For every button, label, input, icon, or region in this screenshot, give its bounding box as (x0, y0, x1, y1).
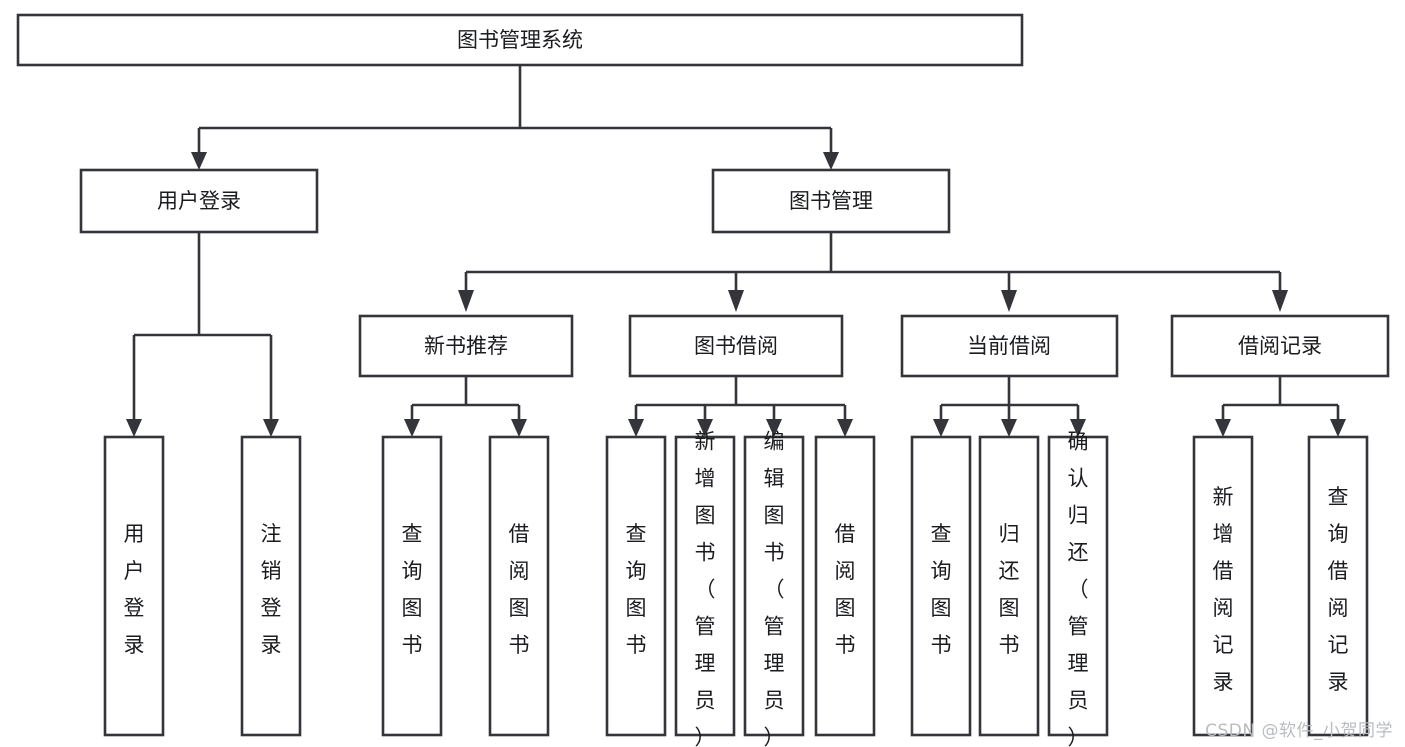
node-user-login-label: 用户登录 (157, 189, 241, 213)
leaf-confirm-return-admin[interactable]: 确认归还（管理员） (1047, 429, 1109, 747)
leaf-add-borrow-record-box[interactable] (1192, 435, 1254, 737)
arrow-user-c1 (126, 419, 142, 437)
leaf-query-borrow-record[interactable]: 查询借阅记录 (1307, 435, 1369, 737)
arrow-g1-c2 (511, 419, 527, 437)
arrow-g3-c3 (1070, 419, 1086, 437)
node-book-management-box[interactable] (711, 168, 951, 234)
leaf-logout[interactable]: 注销登录 (240, 435, 302, 737)
node-new-book-recommend-box[interactable] (358, 314, 574, 378)
arrow-g2-c3 (766, 419, 782, 437)
node-new-book-recommend[interactable]: 新书推荐 (358, 314, 574, 378)
leaf-borrow-book-2[interactable]: 借阅图书 (814, 435, 876, 737)
node-book-management[interactable]: 图书管理 (711, 168, 951, 234)
leaf-query-book-2[interactable]: 查询图书 (605, 435, 667, 737)
leaf-return-book-box[interactable] (978, 435, 1040, 737)
arrow-root-to-user (191, 152, 207, 170)
node-borrow-record-box[interactable] (1170, 314, 1390, 378)
arrow-g1-c1 (404, 419, 420, 437)
leaf-logout-box[interactable] (240, 435, 302, 737)
leaf-add-book-admin-box[interactable] (674, 435, 736, 737)
leaf-query-borrow-record-box[interactable] (1307, 435, 1369, 737)
leaf-edit-book-admin-label: 编辑图书（管理员） (764, 429, 785, 747)
node-current-borrow-box[interactable] (900, 314, 1119, 378)
node-current-borrow-label: 当前借阅 (967, 334, 1051, 358)
arrow-g2-c2 (697, 419, 713, 437)
leaf-add-borrow-record[interactable]: 新增借阅记录 (1192, 435, 1254, 737)
leaf-user-login-box[interactable] (103, 435, 165, 737)
leaf-add-book-admin[interactable]: 新增图书（管理员） (674, 429, 736, 747)
node-root[interactable]: 图书管理系统 (16, 13, 1024, 67)
arrow-root-to-book (823, 152, 839, 170)
node-book-borrow-label: 图书借阅 (694, 334, 778, 358)
leaf-query-book-2-label: 查询图书 (626, 522, 647, 657)
arrow-book-g3 (1001, 290, 1017, 312)
arrow-book-g1 (458, 290, 474, 312)
leaf-query-book-1-box[interactable] (381, 435, 443, 737)
leaf-edit-book-admin[interactable]: 编辑图书（管理员） (743, 429, 805, 747)
arrow-g3-c2 (1001, 419, 1017, 437)
arrow-g3-c1 (933, 419, 949, 437)
leaf-query-book-3-label: 查询图书 (931, 522, 952, 657)
arrow-book-g2 (728, 290, 744, 312)
node-new-book-recommend-label: 新书推荐 (424, 334, 508, 358)
node-book-management-label: 图书管理 (789, 189, 873, 213)
node-book-borrow[interactable]: 图书借阅 (628, 314, 844, 378)
leaf-logout-label: 注销登录 (261, 522, 282, 657)
leaf-borrow-book-1-box[interactable] (488, 435, 550, 737)
node-borrow-record-label: 借阅记录 (1238, 334, 1322, 358)
leaf-query-book-1-label: 查询图书 (402, 522, 423, 657)
leaf-confirm-return-admin-label: 确认归还（管理员） (1068, 429, 1089, 747)
leaf-query-book-3[interactable]: 查询图书 (910, 435, 972, 737)
node-book-borrow-box[interactable] (628, 314, 844, 378)
leaf-borrow-book-2-box[interactable] (814, 435, 876, 737)
leaf-borrow-book-1-label: 借阅图书 (509, 522, 530, 657)
leaf-borrow-book-2-label: 借阅图书 (835, 522, 856, 657)
node-root-box[interactable] (16, 13, 1024, 67)
leaf-user-login[interactable]: 用户登录 (103, 435, 165, 737)
connector-layer (126, 65, 1346, 437)
arrow-user-c2 (263, 419, 279, 437)
leaf-query-borrow-record-label: 查询借阅记录 (1328, 485, 1349, 694)
leaf-return-book[interactable]: 归还图书 (978, 435, 1040, 737)
leaf-add-borrow-record-label: 新增借阅记录 (1213, 485, 1234, 694)
leaf-edit-book-admin-box[interactable] (743, 435, 805, 737)
leaf-add-book-admin-label: 新增图书（管理员） (695, 429, 716, 747)
node-user-login[interactable]: 用户登录 (79, 168, 319, 234)
leaf-borrow-book-1[interactable]: 借阅图书 (488, 435, 550, 737)
leaf-return-book-label: 归还图书 (999, 522, 1020, 657)
leaf-user-login-label: 用户登录 (124, 522, 145, 657)
leaf-confirm-return-admin-box[interactable] (1047, 435, 1109, 737)
arrow-book-g4 (1272, 290, 1288, 312)
node-root-label: 图书管理系统 (457, 28, 583, 52)
arrow-g4-c2 (1330, 419, 1346, 437)
node-user-login-box[interactable] (79, 168, 319, 234)
arrow-g2-c4 (837, 419, 853, 437)
leaf-query-book-2-box[interactable] (605, 435, 667, 737)
node-borrow-record[interactable]: 借阅记录 (1170, 314, 1390, 378)
node-current-borrow[interactable]: 当前借阅 (900, 314, 1119, 378)
arrow-g4-c1 (1215, 419, 1231, 437)
leaf-query-book-3-box[interactable] (910, 435, 972, 737)
arrow-g2-c1 (628, 419, 644, 437)
leaf-query-book-1[interactable]: 查询图书 (381, 435, 443, 737)
